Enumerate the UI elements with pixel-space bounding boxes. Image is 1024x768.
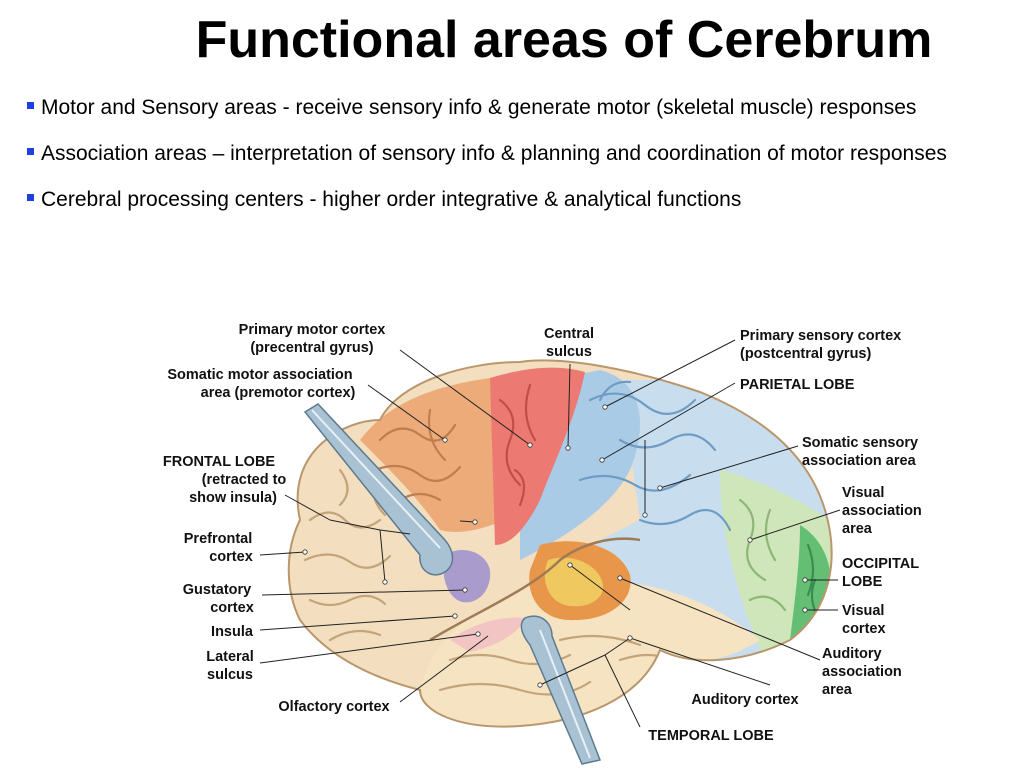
region-primary-sensory-cortex — [520, 370, 640, 560]
region-primary-motor-cortex — [490, 367, 585, 545]
label-somatic-motor-association-sub: area (premotor cortex) — [201, 385, 356, 401]
region-olfactory-cortex — [450, 617, 525, 652]
label-occipital-lobe-sub: LOBE — [842, 574, 883, 590]
label-frontal-lobe: FRONTAL LOBE — [163, 454, 276, 470]
label-visual-association-area-sub1: association — [842, 503, 922, 519]
label-frontal-lobe-sub2: show insula) — [189, 490, 277, 506]
brain-outline — [287, 359, 833, 728]
label-central-sulcus-sub: sulcus — [546, 344, 592, 360]
label-frontal-lobe-sub1: (retracted to — [202, 472, 287, 488]
label-somatic-sensory-association: Somatic sensory — [802, 435, 918, 451]
label-visual-cortex-sub: cortex — [842, 621, 886, 637]
region-insula — [443, 550, 491, 603]
label-primary-motor-cortex-sub: (precentral gyrus) — [250, 340, 373, 356]
label-primary-sensory-cortex: Primary sensory cortex — [740, 328, 901, 344]
label-central-sulcus: Central — [544, 326, 594, 342]
retractor-instrument-icon — [520, 615, 602, 765]
bullet-item-motor-sensory: Motor and Sensory areas - receive sensor… — [27, 93, 1002, 123]
lateral-sulcus-groove — [429, 537, 641, 642]
label-visual-association-area: Visual — [842, 485, 884, 501]
brain-regions — [288, 360, 832, 727]
label-olfactory-cortex: Olfactory cortex — [278, 699, 389, 715]
bullet-item-association: Association areas – interpretation of se… — [27, 139, 1002, 169]
label-visual-association-area-sub2: area — [842, 521, 873, 537]
bullet-square-icon — [27, 102, 34, 109]
label-primary-sensory-cortex-sub: (postcentral gyrus) — [740, 346, 871, 362]
retractor-instrument-icon — [303, 403, 454, 576]
label-somatic-sensory-association-sub: association area — [802, 453, 917, 469]
leader-lines — [259, 339, 841, 728]
label-auditory-cortex: Auditory cortex — [691, 692, 798, 708]
label-primary-motor-cortex: Primary motor cortex — [239, 322, 386, 338]
label-occipital-lobe: OCCIPITAL — [842, 556, 919, 572]
label-lateral-sulcus: Lateral — [206, 649, 254, 665]
label-prefrontal-cortex-sub: cortex — [209, 549, 253, 565]
label-prefrontal-cortex: Prefrontal — [184, 531, 253, 547]
region-premotor-cortex — [360, 378, 505, 532]
label-lateral-sulcus-sub: sulcus — [207, 667, 253, 683]
label-somatic-motor-association: Somatic motor association — [167, 367, 352, 383]
leader-dots — [302, 404, 808, 688]
bullet-square-icon — [27, 148, 34, 155]
gyri-texture — [303, 380, 822, 696]
region-temporal-lobe — [420, 580, 760, 727]
label-gustatory-cortex: Gustatory — [183, 582, 252, 598]
bullet-text: Association areas – interpretation of se… — [41, 142, 947, 165]
bullet-text: Cerebral processing centers - higher ord… — [41, 188, 742, 211]
label-auditory-association-area-sub2: area — [822, 682, 853, 698]
label-auditory-association-area: Auditory — [822, 646, 882, 662]
label-parietal-lobe: PARIETAL LOBE — [740, 377, 855, 393]
bullet-list: Motor and Sensory areas - receive sensor… — [27, 93, 1002, 231]
label-temporal-lobe: TEMPORAL LOBE — [648, 728, 774, 744]
label-gustatory-cortex-sub: cortex — [210, 600, 254, 616]
slide-title: Functional areas of Cerebrum — [195, 11, 933, 69]
bullet-text: Motor and Sensory areas - receive sensor… — [41, 96, 917, 119]
region-auditory-cortex — [544, 557, 604, 607]
bullet-square-icon — [27, 194, 34, 201]
label-visual-cortex: Visual — [842, 603, 884, 619]
bullet-item-processing-centers: Cerebral processing centers - higher ord… — [27, 185, 1002, 215]
label-insula: Insula — [211, 624, 254, 640]
label-auditory-association-area-sub1: association — [822, 664, 902, 680]
